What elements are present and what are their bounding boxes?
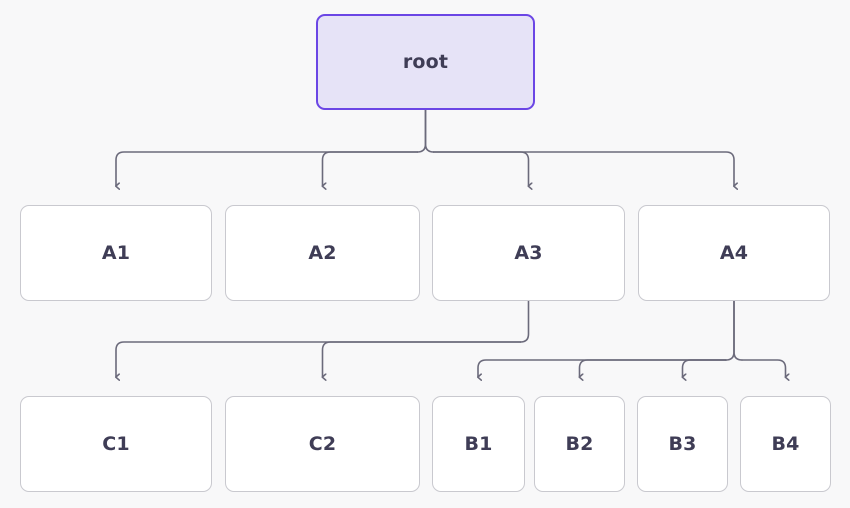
- edge-A4-B4: [741, 359, 786, 377]
- node-a1[interactable]: A1: [20, 205, 212, 301]
- edge-A3-C1: [116, 341, 522, 377]
- node-root-label: root: [402, 50, 449, 73]
- node-a3-label: A3: [514, 241, 543, 264]
- node-a4-label: A4: [719, 241, 749, 264]
- node-b3-label: B3: [668, 432, 697, 455]
- node-a2[interactable]: A2: [225, 205, 420, 301]
- node-c1-label: C1: [102, 432, 130, 455]
- node-b4-label: B4: [771, 432, 800, 455]
- node-c1[interactable]: C1: [20, 396, 212, 492]
- edge-A3-trunk: [519, 300, 530, 343]
- node-root[interactable]: root: [316, 14, 535, 110]
- node-b2[interactable]: B2: [534, 396, 625, 492]
- edge-root-A2: [323, 151, 419, 186]
- edge-A4-B1: [478, 359, 727, 377]
- edge-root-A3: [432, 151, 529, 186]
- node-b1-label: B1: [464, 432, 493, 455]
- node-c2[interactable]: C2: [225, 396, 420, 492]
- edge-root-A1: [116, 151, 419, 186]
- node-b4[interactable]: B4: [740, 396, 831, 492]
- edge-A4-trunk-left: [725, 300, 735, 361]
- node-a2-label: A2: [308, 241, 337, 264]
- node-a4[interactable]: A4: [638, 205, 830, 301]
- edge-root-trunk-left: [416, 109, 427, 153]
- node-c2-label: C2: [308, 432, 337, 455]
- edge-A3-C2: [323, 341, 522, 377]
- node-b2-label: B2: [565, 432, 594, 455]
- node-a3[interactable]: A3: [432, 205, 625, 301]
- node-b3[interactable]: B3: [637, 396, 728, 492]
- edge-A4-trunk-right: [733, 300, 743, 361]
- edge-root-trunk: [424, 109, 435, 153]
- edge-root-A4: [432, 151, 735, 186]
- edge-A4-B2: [580, 359, 727, 377]
- node-b1[interactable]: B1: [432, 396, 525, 492]
- node-a1-label: A1: [101, 241, 131, 264]
- edge-A4-B3: [683, 359, 727, 377]
